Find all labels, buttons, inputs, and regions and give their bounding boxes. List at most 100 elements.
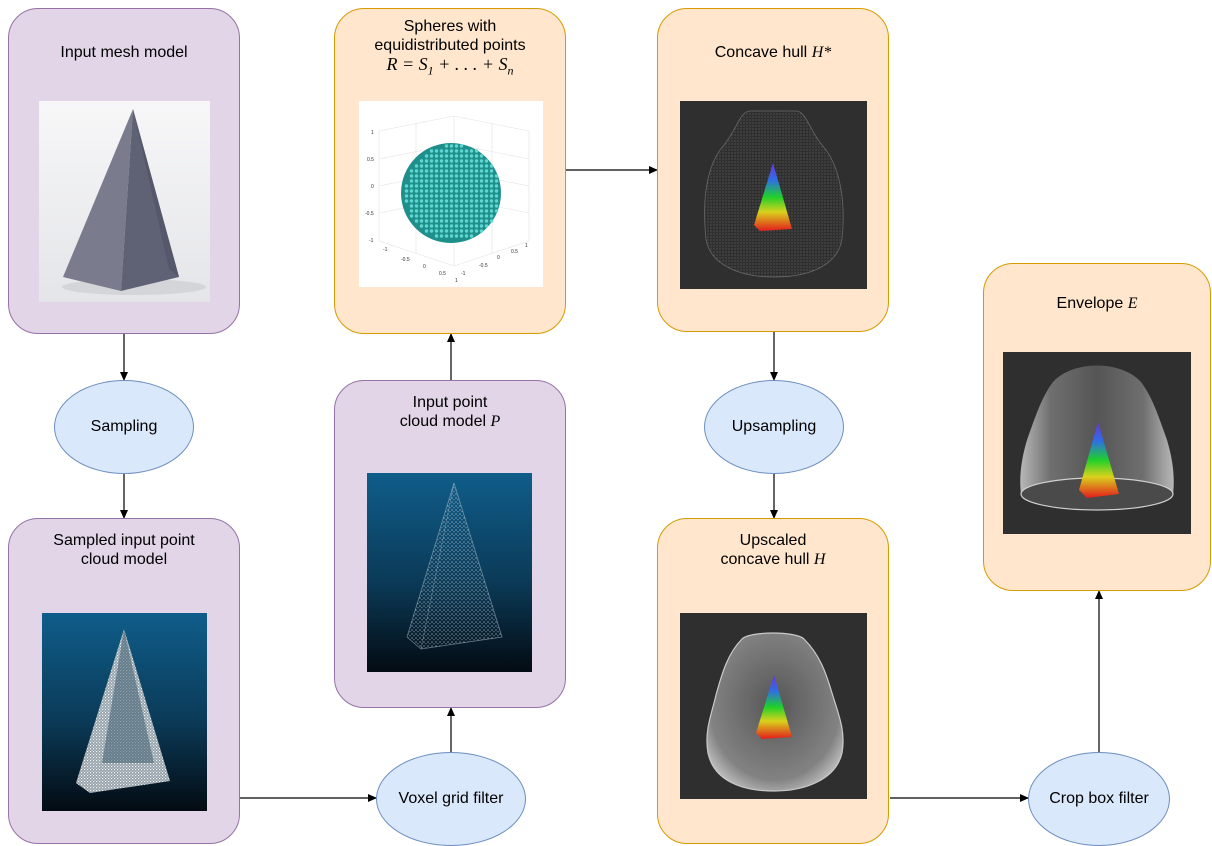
sphere-point	[444, 169, 449, 173]
sphere-point	[449, 184, 454, 188]
sphere-point	[434, 164, 439, 168]
sphere-point	[434, 149, 439, 153]
sphere-point	[459, 214, 464, 218]
concave-hull-image	[680, 101, 867, 289]
sphere-point	[409, 209, 414, 213]
sampled-label-line2: cloud model	[80, 551, 168, 568]
sphere-point	[479, 154, 484, 158]
sphere-tick-y-1: 1	[371, 130, 374, 136]
sphere-point	[494, 189, 499, 193]
sphere-point	[474, 189, 479, 193]
upscaled-concave-hull-node: Upscaled concave hull H	[657, 518, 889, 844]
sphere-point	[444, 229, 449, 233]
sphere-point	[474, 214, 479, 218]
sphere-point	[419, 209, 424, 213]
sphere-point	[449, 154, 454, 158]
sphere-point	[424, 154, 429, 158]
sphere-point	[419, 204, 424, 208]
sphere-point	[469, 224, 474, 228]
sphere-point	[479, 194, 484, 198]
sphere-point	[434, 209, 439, 213]
sphere-point	[424, 164, 429, 168]
sphere-point	[474, 164, 479, 168]
sphere-point	[439, 224, 444, 228]
concave-hull-label: Concave hull	[714, 44, 812, 61]
sphere-point	[409, 194, 414, 198]
sphere-point	[484, 204, 489, 208]
sphere-point	[414, 199, 419, 203]
sphere-point	[449, 224, 454, 228]
sphere-point	[419, 174, 424, 178]
sphere-point	[489, 209, 494, 213]
sphere-point	[439, 149, 444, 153]
sphere-point	[479, 199, 484, 203]
sphere-point	[459, 199, 464, 203]
sphere-point	[484, 164, 489, 168]
sphere-point	[464, 149, 469, 153]
sphere-point	[429, 194, 434, 198]
sphere-body	[401, 143, 501, 243]
sphere-point	[464, 159, 469, 163]
sphere-point	[489, 169, 494, 173]
sphere-point	[469, 184, 474, 188]
sphere-point	[469, 214, 474, 218]
sphere-point	[414, 204, 419, 208]
sphere-point	[434, 214, 439, 218]
sphere-point	[479, 229, 484, 233]
sphere-point	[484, 159, 489, 163]
sphere-point	[454, 229, 459, 233]
sphere-point	[459, 154, 464, 158]
sphere-point	[474, 224, 479, 228]
sphere-point	[449, 229, 454, 233]
sphere-point	[434, 154, 439, 158]
sphere-point	[434, 159, 439, 163]
sphere-point	[484, 219, 489, 223]
sphere-point	[469, 154, 474, 158]
sphere-point	[449, 199, 454, 203]
sphere-point	[419, 164, 424, 168]
sphere-point	[474, 199, 479, 203]
sphere-point	[414, 169, 419, 173]
sphere-point	[474, 179, 479, 183]
sphere-tick-z-2: -0.5	[479, 263, 488, 269]
sampling-label: Sampling	[90, 418, 158, 435]
sphere-point	[464, 189, 469, 193]
sphere-point	[469, 179, 474, 183]
input-pc-label-line2: cloud model	[399, 413, 491, 430]
spheres-label-line1: Spheres with	[403, 18, 497, 35]
sphere-point	[479, 179, 484, 183]
sphere-point	[454, 164, 459, 168]
sphere-point	[424, 179, 429, 183]
voxel-grid-filter-label: Voxel grid filter	[398, 790, 504, 807]
sphere-point	[469, 189, 474, 193]
sphere-point	[454, 194, 459, 198]
sphere-point	[429, 179, 434, 183]
sphere-point	[424, 159, 429, 163]
sphere-point	[459, 164, 464, 168]
sampling-operation: Sampling	[54, 380, 194, 474]
sphere-point	[474, 169, 479, 173]
sphere-point	[484, 194, 489, 198]
sphere-point	[424, 169, 429, 173]
sphere-tick-x-4: 0.5	[439, 271, 446, 277]
sphere-point	[484, 209, 489, 213]
sphere-point	[429, 214, 434, 218]
sphere-tick-z-3: 0	[497, 255, 500, 261]
sphere-point	[429, 169, 434, 173]
sphere-point	[424, 194, 429, 198]
sphere-point	[429, 229, 434, 233]
sphere-point	[479, 174, 484, 178]
sphere-point	[444, 214, 449, 218]
sphere-point	[494, 179, 499, 183]
sphere-point	[494, 209, 499, 213]
sphere-point	[424, 189, 429, 193]
sphere-point	[474, 229, 479, 233]
pyramid-mesh-image	[39, 101, 210, 302]
sphere-point	[404, 184, 409, 188]
sphere-point	[479, 189, 484, 193]
sphere-point	[464, 209, 469, 213]
voxel-grid-filter-operation: Voxel grid filter	[376, 752, 526, 846]
sphere-point	[469, 169, 474, 173]
sphere-point	[449, 174, 454, 178]
sphere-point	[469, 164, 474, 168]
